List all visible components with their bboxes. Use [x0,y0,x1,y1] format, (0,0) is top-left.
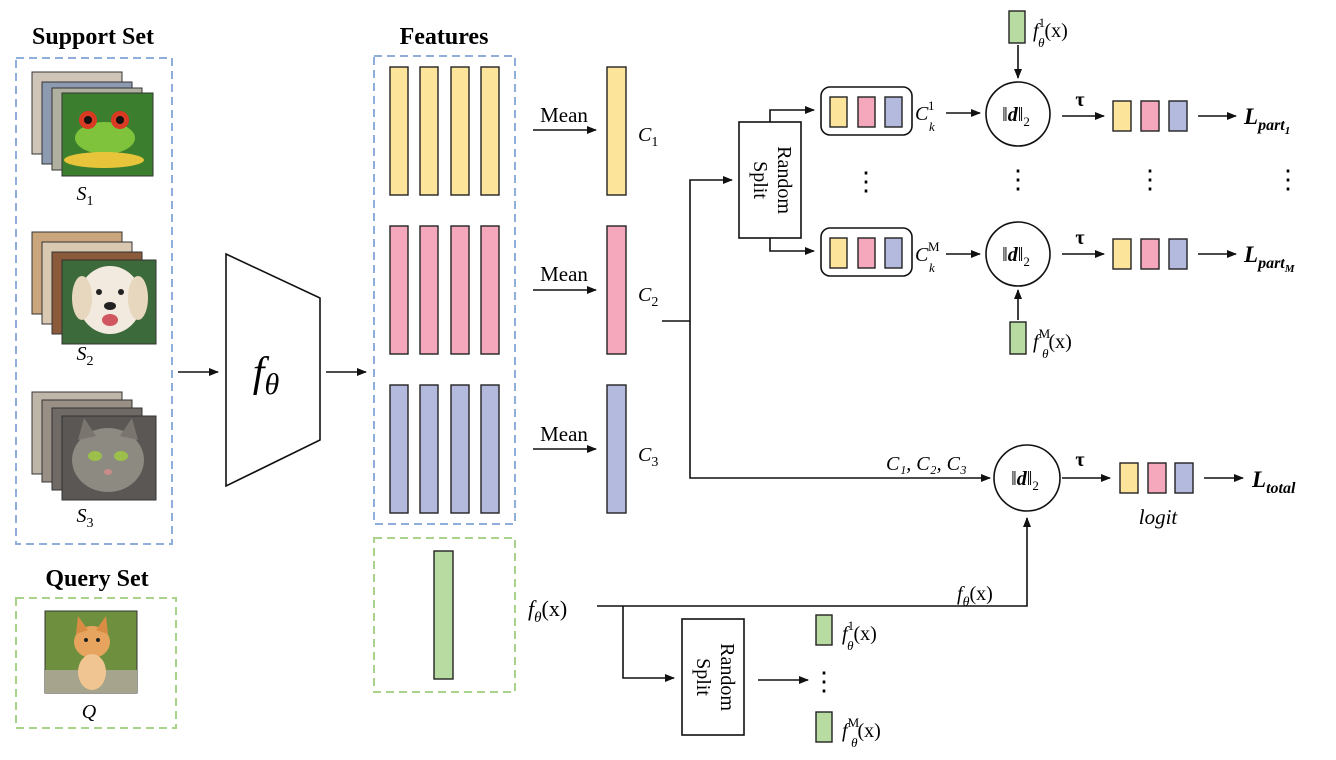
class-center-c3 [606,384,627,514]
kitten-photo-icon [44,610,138,694]
random-split-label-bottom: RandomSplit [692,643,738,711]
distance-label-partM: ‖d‖2 [1002,244,1030,269]
logit-label: logit [1139,505,1179,529]
query-features-box [373,537,516,693]
logit-total-pink [1147,462,1167,494]
random-split-label-top: RandomSplit [749,146,795,214]
arrow-to-total-distance [689,321,991,482]
arrow-split-to-partM [769,238,815,255]
tau-label-part1: τ [1075,89,1084,111]
query-set-title: Query Set [45,566,148,592]
tau-label-partM: τ [1075,227,1084,249]
random-split-box-bottom [681,618,745,736]
query-feature-label-right: fθ(x) [957,583,993,610]
logit-partM-yellow [1112,238,1132,270]
distance-node-total [993,444,1061,512]
mean-label-3: Mean [540,422,588,446]
mean-label-2: Mean [540,262,588,286]
query-partM-block [815,711,833,743]
support-image-stack-s3 [31,391,157,501]
dog-photo-icon [61,259,157,345]
partM-blue-block [884,237,903,269]
distance-label-part1: ‖d‖2 [1002,104,1030,129]
query-part1-block-top [1008,10,1026,44]
distance-node-part1 [985,81,1051,147]
distance-label-total: ‖d‖2 [1011,468,1039,493]
pink-feature-group [389,225,500,355]
yellow-feature-group [389,66,500,196]
frog-photo-icon [61,92,154,177]
class-center-c1 [606,66,627,196]
label-c3: C3 [638,444,658,470]
tau-label-total: τ [1075,449,1084,471]
part1-blue-block [884,96,903,128]
query-partM-block-top [1009,321,1027,355]
ellipsis-query-parts: ⋮ [811,667,837,696]
query-set-box [15,597,177,729]
ellipsis-centers: ⋮ [853,167,879,196]
logit-total-yellow [1119,462,1139,494]
label-q: Q [82,701,97,723]
class-center-c2 [606,225,627,355]
part1-pink-block [857,96,876,128]
loss-partM: LpartM [1243,242,1296,275]
backbone-encoder [225,252,321,488]
label-s1: S1 [77,183,94,209]
logit-part1-yellow [1112,100,1132,132]
support-set-box [15,57,173,545]
query-feature-bar [433,550,454,680]
support-image-stack-s2 [31,231,157,345]
ellipsis-losses: ⋮ [1275,165,1301,194]
logit-part1-pink [1140,100,1160,132]
cat-photo-icon [61,415,157,501]
logit-partM-blue [1168,238,1188,270]
ellipsis-distance: ⋮ [1005,165,1031,194]
support-image-stack-s1 [31,71,154,177]
features-title: Features [400,24,489,50]
partM-pink-block [857,237,876,269]
label-c1: C1 [638,124,658,150]
label-s2: S2 [77,343,94,369]
loss-part1: Lpart1 [1243,104,1290,137]
logit-partM-pink [1140,238,1160,270]
part1-yellow-block [829,96,848,128]
arrow-query-to-total-distance [597,517,1031,607]
distance-node-partM [985,221,1051,287]
arrow-to-random-split-top [662,176,733,322]
logit-total-blue [1174,462,1194,494]
arrow-split-to-part1 [769,106,815,122]
loss-total: Ltotal [1251,467,1296,497]
support-features-box [373,55,516,525]
blue-feature-group [389,384,500,514]
query-part1-block [815,614,833,646]
mean-label-1: Mean [540,103,588,127]
query-feature-label: fθ(x) [528,596,567,626]
logit-part1-blue [1168,100,1188,132]
arrow-query-to-random-split [622,606,675,682]
partM-yellow-block [829,237,848,269]
total-input-label: C₁, C₂, C₃ [886,453,967,475]
label-s3: S3 [77,505,94,531]
ellipsis-logits: ⋮ [1137,165,1163,194]
support-set-title: Support Set [32,24,154,50]
label-c2: C2 [638,284,658,310]
